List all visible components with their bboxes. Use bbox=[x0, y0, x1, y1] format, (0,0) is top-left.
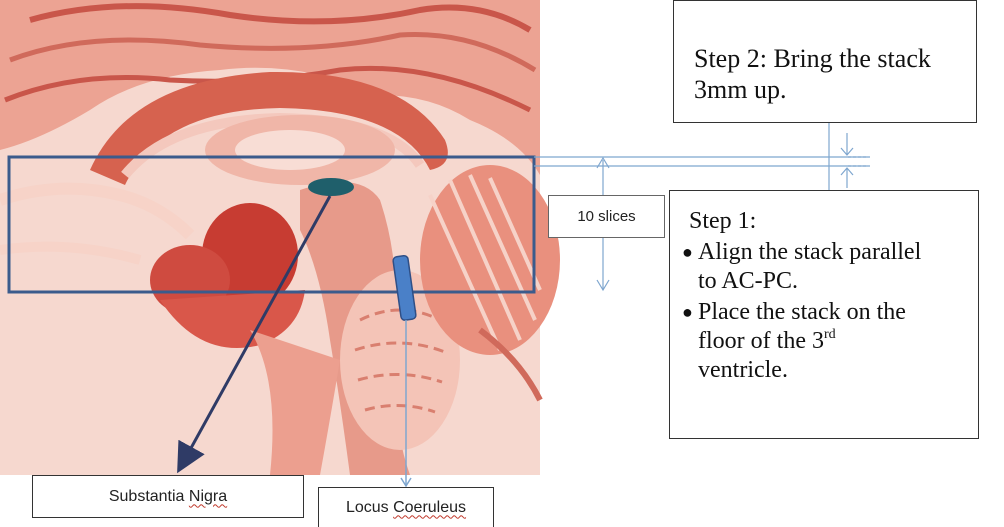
bullet-1-line-2: to AC-PC. bbox=[698, 267, 978, 296]
substantia-nigra-label: Substantia Nigra bbox=[32, 475, 304, 518]
bullet-dot: ● bbox=[682, 238, 698, 267]
brain-illustration bbox=[0, 0, 560, 475]
step-2-line-1: Step 2: Bring the stack bbox=[694, 43, 976, 74]
step-1-title: Step 1: bbox=[689, 207, 978, 236]
step-1-bullet-2: ● Place the stack on the floor of the 3r… bbox=[682, 298, 978, 385]
substantia-nigra-label-pre: Substantia bbox=[109, 488, 189, 506]
substantia-nigra-label-word: Nigra bbox=[189, 488, 227, 506]
bullet-2-line-2-text: floor of the 3 bbox=[698, 328, 824, 354]
bullet-2-line-3: ventricle. bbox=[698, 356, 978, 385]
bullet-2-line-2: floor of the 3rd bbox=[698, 327, 978, 356]
locus-coeruleus-label-pre: Locus bbox=[346, 499, 393, 517]
locus-coeruleus-label-word: Coeruleus bbox=[393, 499, 466, 517]
step-1-bullet-1: ● Align the stack parallel to AC-PC. bbox=[682, 238, 978, 296]
bullet-2-line-1: Place the stack on the bbox=[698, 298, 978, 327]
ordinal-superscript: rd bbox=[824, 327, 836, 342]
bullet-dot: ● bbox=[682, 298, 698, 327]
step-2-box: Step 2: Bring the stack 3mm up. bbox=[673, 0, 977, 123]
locus-coeruleus-label: Locus Coeruleus bbox=[318, 487, 494, 527]
substantia-nigra-marker bbox=[308, 178, 354, 196]
step-1-box: Step 1: ● Align the stack parallel to AC… bbox=[669, 190, 979, 439]
bullet-1-line-1: Align the stack parallel bbox=[698, 238, 978, 267]
slices-label: 10 slices bbox=[548, 195, 665, 238]
step-2-line-2: 3mm up. bbox=[694, 74, 976, 105]
